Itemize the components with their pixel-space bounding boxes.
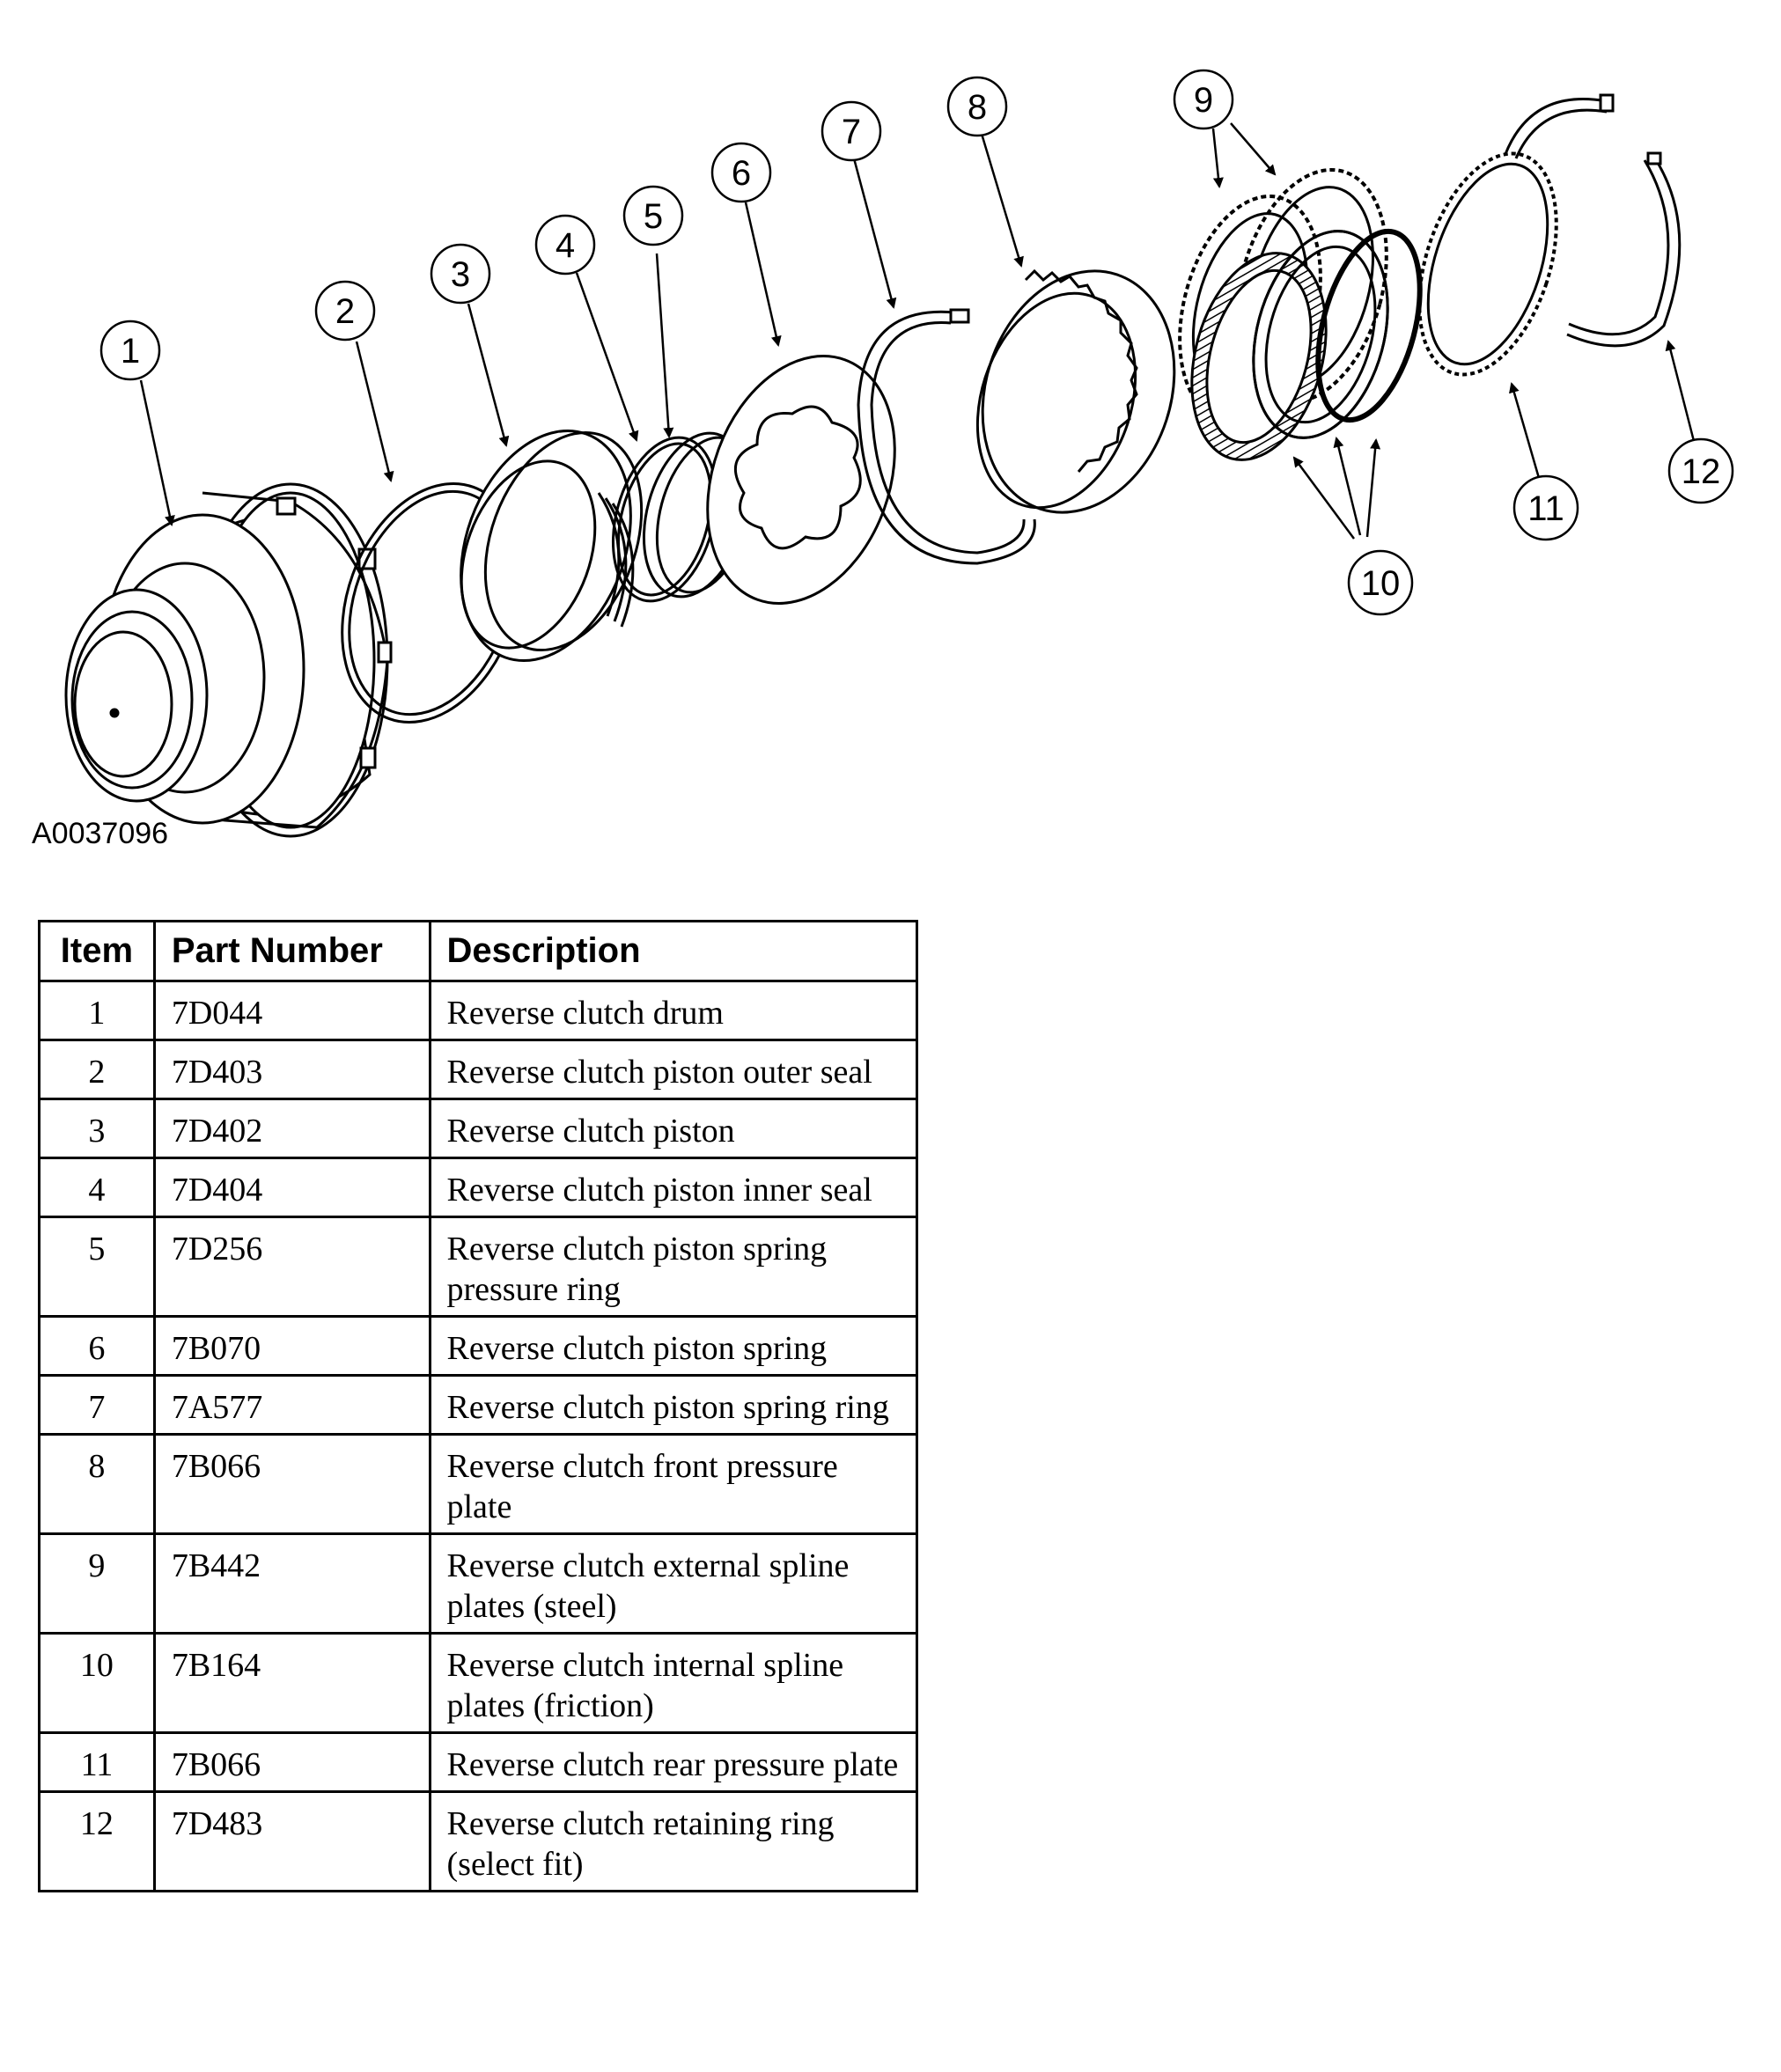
table-header-row: Item Part Number Description bbox=[38, 920, 918, 982]
table-row: 7 7A577 Reverse clutch piston spring rin… bbox=[38, 1374, 918, 1436]
description-cell: Reverse clutch front pressure plate bbox=[428, 1433, 918, 1535]
callout-8: 8 bbox=[968, 88, 987, 127]
part-6-piston-spring bbox=[706, 355, 896, 605]
part-12-retaining-ring bbox=[1504, 93, 1682, 348]
callout-7: 7 bbox=[842, 113, 861, 151]
callout-circle-2 bbox=[314, 280, 376, 342]
item-cell: 11 bbox=[38, 1731, 156, 1793]
description-cell: Reverse clutch internal spline plates (f… bbox=[428, 1632, 918, 1734]
table-row: 12 7D483 Reverse clutch retaining ring (… bbox=[38, 1790, 918, 1892]
callout-circle-6 bbox=[710, 142, 772, 203]
part-number-cell: 7B066 bbox=[152, 1731, 431, 1793]
part-3-piston bbox=[460, 429, 644, 663]
exploded-view-svg: 1 2 3 4 5 6 7 8 9 10 11 12 bbox=[64, 69, 1734, 838]
table-row: 3 7D402 Reverse clutch piston bbox=[38, 1098, 918, 1159]
item-cell: 7 bbox=[38, 1374, 156, 1436]
callout-circle-9 bbox=[1173, 69, 1234, 130]
callout-circle-5 bbox=[622, 185, 684, 246]
item-cell: 12 bbox=[38, 1790, 156, 1892]
part-11-rear-pressure-plate bbox=[1417, 151, 1558, 377]
item-cell: 2 bbox=[38, 1039, 156, 1100]
description-cell: Reverse clutch external spline plates (s… bbox=[428, 1532, 918, 1635]
table-row: 9 7B442 Reverse clutch external spline p… bbox=[38, 1532, 918, 1635]
callout-5: 5 bbox=[644, 197, 663, 236]
callout-9: 9 bbox=[1194, 81, 1213, 120]
part-9-10-clutch-pack bbox=[1178, 167, 1423, 461]
part-number-cell: 7B164 bbox=[152, 1632, 431, 1734]
part-8-front-pressure-plate bbox=[975, 268, 1176, 514]
table-row: 6 7B070 Reverse clutch piston spring bbox=[38, 1315, 918, 1377]
table-row: 8 7B066 Reverse clutch front pressure pl… bbox=[38, 1433, 918, 1535]
item-cell: 5 bbox=[38, 1216, 156, 1318]
callout-circle-8 bbox=[946, 76, 1008, 137]
table-row: 10 7B164 Reverse clutch internal spline … bbox=[38, 1632, 918, 1734]
callout-circle-1 bbox=[99, 320, 161, 381]
part-number-cell: 7D402 bbox=[152, 1098, 431, 1159]
item-cell: 8 bbox=[38, 1433, 156, 1535]
table-row: 4 7D404 Reverse clutch piston inner seal bbox=[38, 1157, 918, 1218]
part-number-cell: 7D256 bbox=[152, 1216, 431, 1318]
header-part-number: Part Number bbox=[152, 920, 431, 982]
part-1-reverse-clutch-drum bbox=[64, 482, 393, 838]
part-number-cell: 7D044 bbox=[152, 980, 431, 1041]
part-number-cell: 7D483 bbox=[152, 1790, 431, 1892]
description-cell: Reverse clutch piston inner seal bbox=[428, 1157, 918, 1218]
table-row: 1 7D044 Reverse clutch drum bbox=[38, 980, 918, 1041]
part-number-cell: 7B070 bbox=[152, 1315, 431, 1377]
callout-11: 11 bbox=[1527, 489, 1564, 528]
header-description: Description bbox=[428, 920, 918, 982]
description-cell: Reverse clutch piston bbox=[428, 1098, 918, 1159]
description-cell: Reverse clutch piston spring bbox=[428, 1315, 918, 1377]
item-cell: 1 bbox=[38, 980, 156, 1041]
callout-2: 2 bbox=[335, 292, 355, 331]
callout-circle-11 bbox=[1512, 474, 1579, 541]
part-number-cell: 7B066 bbox=[152, 1433, 431, 1535]
header-item: Item bbox=[38, 920, 156, 982]
callout-4: 4 bbox=[556, 226, 575, 265]
item-cell: 10 bbox=[38, 1632, 156, 1734]
leader-lines bbox=[139, 122, 1696, 540]
part-7-spring-ring bbox=[857, 308, 1036, 565]
item-cell: 4 bbox=[38, 1157, 156, 1218]
item-cell: 9 bbox=[38, 1532, 156, 1635]
description-cell: Reverse clutch piston outer seal bbox=[428, 1039, 918, 1100]
callout-3: 3 bbox=[451, 255, 470, 294]
part-number-cell: 7A577 bbox=[152, 1374, 431, 1436]
table-row: 2 7D403 Reverse clutch piston outer seal bbox=[38, 1039, 918, 1100]
callout-circle-10 bbox=[1347, 549, 1414, 616]
callout-10: 10 bbox=[1361, 564, 1401, 603]
description-cell: Reverse clutch piston spring ring bbox=[428, 1374, 918, 1436]
part-number-cell: 7D403 bbox=[152, 1039, 431, 1100]
description-cell: Reverse clutch drum bbox=[428, 980, 918, 1041]
parts-table: Item Part Number Description 1 7D044 Rev… bbox=[38, 920, 918, 1892]
callout-12: 12 bbox=[1682, 452, 1721, 491]
description-cell: Reverse clutch piston spring pressure ri… bbox=[428, 1216, 918, 1318]
exploded-view-diagram: 1 2 3 4 5 6 7 8 9 10 11 12 bbox=[0, 0, 1781, 880]
callout-1: 1 bbox=[121, 332, 140, 371]
table-row: 5 7D256 Reverse clutch piston spring pre… bbox=[38, 1216, 918, 1318]
table-row: 11 7B066 Reverse clutch rear pressure pl… bbox=[38, 1731, 918, 1793]
figure-id: A0037096 bbox=[32, 817, 169, 850]
callout-circle-12 bbox=[1667, 437, 1734, 504]
description-cell: Reverse clutch retaining ring (select fi… bbox=[428, 1790, 918, 1892]
item-cell: 3 bbox=[38, 1098, 156, 1159]
callout-circle-7 bbox=[821, 100, 882, 162]
callout-circle-3 bbox=[430, 243, 491, 305]
callout-circle-4 bbox=[534, 214, 596, 276]
part-number-cell: 7B442 bbox=[152, 1532, 431, 1635]
part-number-cell: 7D404 bbox=[152, 1157, 431, 1218]
description-cell: Reverse clutch rear pressure plate bbox=[428, 1731, 918, 1793]
callout-6: 6 bbox=[732, 154, 751, 193]
item-cell: 6 bbox=[38, 1315, 156, 1377]
